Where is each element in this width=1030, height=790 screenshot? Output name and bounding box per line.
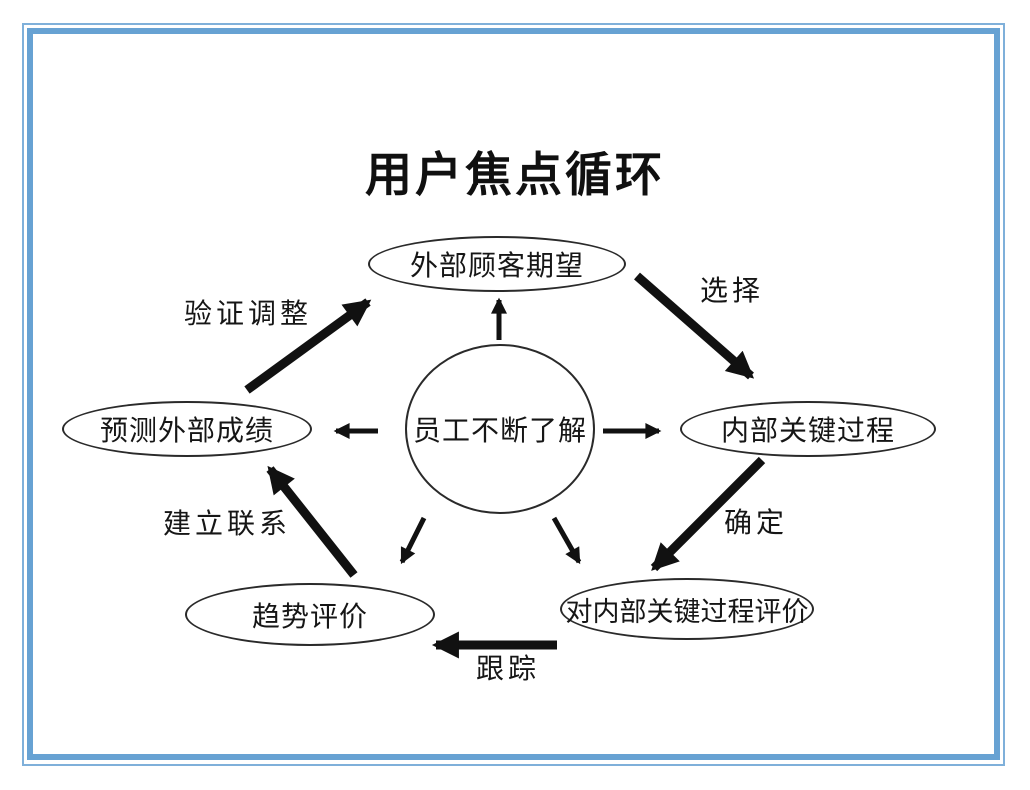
node-predict-external-results: 预测外部成绩 xyxy=(62,401,312,457)
node-external-customer-expectations: 外部顾客期望 xyxy=(368,236,626,292)
edge-label-establish-connection: 建立联系 xyxy=(163,507,292,540)
node-trend-evaluation: 趋势评价 xyxy=(185,583,435,646)
node-employees-continuous-understanding: 员工不断了解 xyxy=(405,344,595,514)
node-internal-key-processes: 内部关键过程 xyxy=(680,401,936,457)
arrow-establish-connection xyxy=(266,465,358,578)
node-evaluate-internal-key-processes: 对内部关键过程评价 xyxy=(560,578,814,640)
arrow-determine xyxy=(650,456,766,572)
node-label: 预测外部成绩 xyxy=(99,414,274,447)
diagram-title: 用户焦点循环 xyxy=(365,148,665,203)
edge-label-select: 选择 xyxy=(700,274,765,307)
node-label: 趋势评价 xyxy=(251,599,368,633)
arrow-select xyxy=(634,272,755,380)
arrow-verify-adjust xyxy=(244,298,372,394)
edge-label-determine: 确定 xyxy=(724,506,789,539)
edge-label-verify-adjust: 验证调整 xyxy=(184,297,313,330)
node-label: 员工不断了解 xyxy=(412,414,587,447)
node-label: 内部关键过程 xyxy=(720,414,895,447)
edge-label-track: 跟踪 xyxy=(476,652,541,685)
node-label: 外部顾客期望 xyxy=(409,249,584,282)
arrow-center-to-bottom-right xyxy=(551,516,582,565)
node-label: 对内部关键过程评价 xyxy=(565,596,809,628)
arrow-center-to-bottom-left xyxy=(399,516,427,565)
